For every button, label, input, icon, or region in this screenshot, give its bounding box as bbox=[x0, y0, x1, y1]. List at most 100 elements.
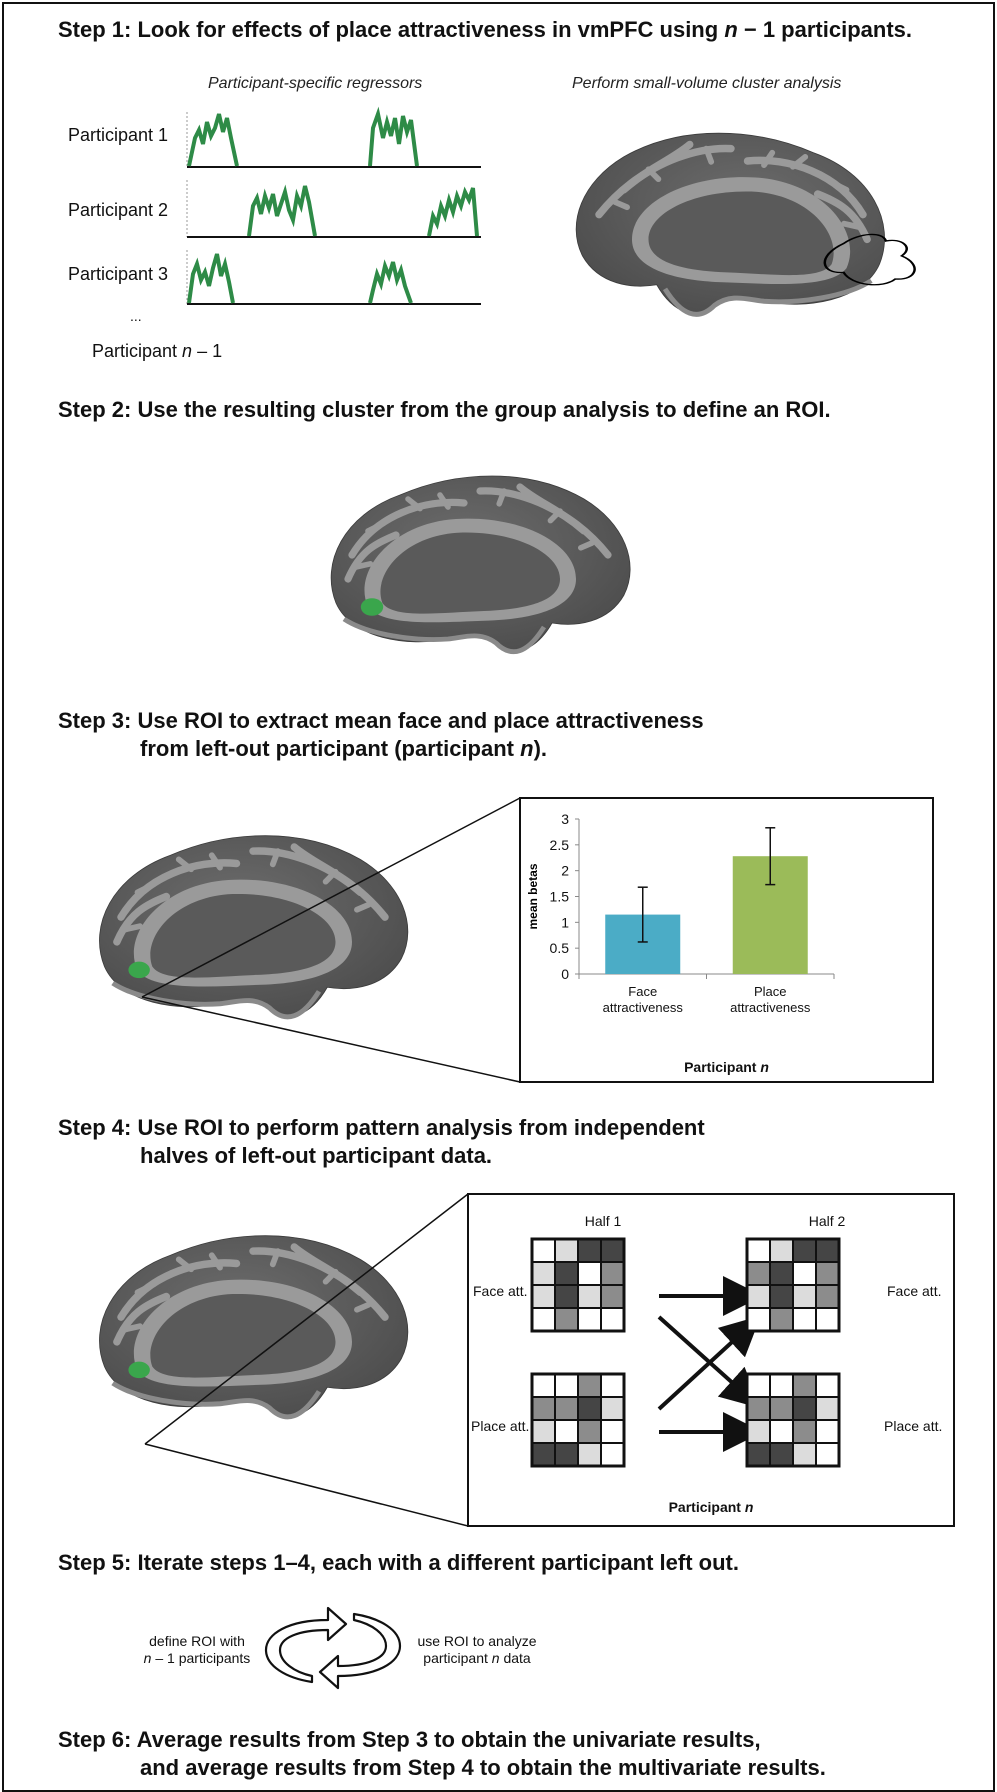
cycle-right-line2a: participant bbox=[423, 1650, 492, 1666]
step2-title: Step 2: Use the resulting cluster from t… bbox=[58, 396, 831, 424]
cycle-arrows-icon bbox=[264, 1606, 402, 1690]
cycle-right-var: n bbox=[491, 1650, 500, 1666]
cycle-left-line2: – 1 participants bbox=[151, 1650, 251, 1666]
arrow-place-face bbox=[657, 1315, 761, 1411]
category-label-2: attractiveness bbox=[730, 1000, 811, 1015]
matrix-cell bbox=[554, 1284, 579, 1309]
cycle-right-text: use ROI to analyze participant n data bbox=[408, 1633, 546, 1667]
step5-number: Step 5: bbox=[58, 1550, 132, 1575]
matrix-cell bbox=[769, 1419, 794, 1444]
step1-var: n bbox=[724, 17, 738, 42]
y-tick-label: 1.5 bbox=[550, 889, 570, 905]
regressors-caption: Participant-specific regressors bbox=[208, 75, 423, 92]
brain-step1 bbox=[566, 112, 916, 342]
participant-last-b: – 1 bbox=[192, 341, 223, 361]
matrix-cell bbox=[815, 1261, 840, 1286]
matrix-cell bbox=[577, 1419, 602, 1444]
bar-chart-xlabel-a: Participant bbox=[684, 1059, 761, 1075]
y-tick-label: 0.5 bbox=[550, 940, 570, 956]
step3-line2b: ). bbox=[533, 736, 548, 761]
matrix-cell bbox=[531, 1442, 556, 1467]
step3-line2: from left-out participant (participant n… bbox=[58, 735, 704, 763]
matrix-cell bbox=[554, 1307, 579, 1332]
step1-title: Step 1: Look for effects of place attrac… bbox=[58, 16, 912, 44]
face-att-right-label: Face att. bbox=[887, 1283, 942, 1299]
cycle-right-line1: use ROI to analyze bbox=[417, 1633, 537, 1649]
place-att-left-label: Place att. bbox=[471, 1418, 530, 1434]
matrix-cell bbox=[531, 1238, 556, 1263]
matrix-cell bbox=[577, 1238, 602, 1263]
regressor-plots bbox=[186, 106, 481, 305]
matrix-cell bbox=[746, 1396, 771, 1421]
cycle-left-line1: define ROI with bbox=[149, 1633, 245, 1649]
brain-step4 bbox=[88, 1212, 418, 1447]
participant-2-label: Participant 2 bbox=[68, 200, 169, 220]
step5-title: Step 5: Iterate steps 1–4, each with a d… bbox=[58, 1549, 739, 1577]
pattern-panel: Half 1 Half 2 Face att. Face att. Place … bbox=[467, 1193, 955, 1527]
matrix-border bbox=[530, 1372, 626, 1468]
arrow-face-place bbox=[657, 1315, 761, 1409]
roi-mark-step3 bbox=[128, 961, 150, 979]
matrix-cell bbox=[815, 1284, 840, 1309]
y-tick-label: 0 bbox=[561, 966, 569, 982]
matrix-cell bbox=[577, 1442, 602, 1467]
step6-line2: and average results from Step 4 to obtai… bbox=[140, 1755, 826, 1780]
matrix-border bbox=[530, 1237, 626, 1333]
matrix-border bbox=[745, 1237, 841, 1333]
cluster-outline bbox=[823, 233, 916, 286]
matrix-cell bbox=[792, 1307, 817, 1332]
matrix-cell bbox=[554, 1442, 579, 1467]
matrix-cell bbox=[577, 1284, 602, 1309]
matrix-cell bbox=[577, 1396, 602, 1421]
half1-label: Half 1 bbox=[584, 1213, 622, 1229]
brain-step2 bbox=[320, 452, 640, 682]
cycle-left-var: n bbox=[143, 1650, 152, 1666]
matrix-cell bbox=[531, 1419, 556, 1444]
matrix-cell bbox=[792, 1284, 817, 1309]
matrix-cell bbox=[554, 1396, 579, 1421]
cycle-right-line2b: data bbox=[499, 1650, 531, 1666]
matrix-border bbox=[745, 1372, 841, 1468]
category-label-1: attractiveness bbox=[603, 1000, 684, 1015]
matrix-cell bbox=[792, 1419, 817, 1444]
matrix-cell bbox=[815, 1396, 840, 1421]
pattern-footer-var: n bbox=[744, 1499, 754, 1515]
matrix-cell bbox=[577, 1373, 602, 1398]
matrix-cell bbox=[769, 1373, 794, 1398]
matrix-cell bbox=[577, 1261, 602, 1286]
step1-number: Step 1: bbox=[58, 17, 132, 42]
cycle-left-text: define ROI with n – 1 participants bbox=[134, 1633, 260, 1667]
place-att-right-label: Place att. bbox=[884, 1418, 943, 1434]
participant-last-a: Participant bbox=[92, 341, 183, 361]
roi-mark-step4 bbox=[128, 1361, 150, 1379]
matrix-cell bbox=[769, 1261, 794, 1286]
cluster-caption: Perform small-volume cluster analysis bbox=[572, 75, 842, 92]
regressor-1 bbox=[186, 106, 481, 168]
category-label-1: Face bbox=[628, 984, 657, 999]
step3-title: Step 3: Use ROI to extract mean face and… bbox=[58, 707, 704, 763]
matrix-cell bbox=[600, 1373, 625, 1398]
matrix-cell bbox=[746, 1442, 771, 1467]
matrix-cell bbox=[769, 1284, 794, 1309]
pattern-footer: Participant n bbox=[469, 1499, 953, 1516]
step6-number: Step 6: bbox=[58, 1727, 132, 1752]
participant-last-var: n bbox=[182, 341, 193, 361]
matrix-cell bbox=[600, 1307, 625, 1332]
regressor-2 bbox=[186, 180, 481, 238]
y-axis-label: mean betas bbox=[526, 863, 540, 929]
y-tick-label: 2 bbox=[561, 863, 569, 879]
participant-3-label: Participant 3 bbox=[68, 264, 169, 284]
matrix-cell bbox=[769, 1442, 794, 1467]
matrix-cell bbox=[531, 1284, 556, 1309]
matrix-cell bbox=[792, 1396, 817, 1421]
matrix-cell bbox=[746, 1238, 771, 1263]
matrix-cell bbox=[815, 1442, 840, 1467]
matrix-cell bbox=[769, 1396, 794, 1421]
participant-ellipsis: ... bbox=[130, 308, 142, 324]
matrix-cell bbox=[792, 1442, 817, 1467]
bar-chart-xlabel: Participant n bbox=[521, 1059, 932, 1076]
step4-number: Step 4: bbox=[58, 1115, 132, 1140]
